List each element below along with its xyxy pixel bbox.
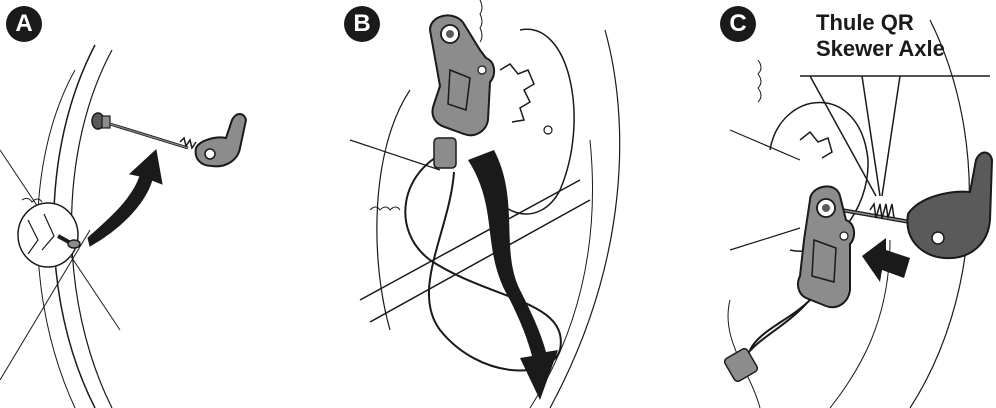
sensor-bracket-icon	[430, 15, 494, 135]
sensor-cable	[746, 300, 810, 356]
callout-line-1: Thule QR	[816, 10, 945, 36]
curved-arrow-icon	[88, 150, 162, 246]
disc-teeth	[800, 132, 832, 158]
step-badge-c: C	[720, 6, 756, 42]
quick-release-skewer-icon	[92, 113, 246, 166]
panel-b-illustration	[330, 0, 690, 408]
sensor-bracket-icon	[798, 186, 854, 307]
step-badge-a: A	[6, 6, 42, 42]
chain-squiggle	[480, 0, 482, 42]
quick-release-skewer-icon	[830, 153, 992, 259]
chain-squiggle	[370, 207, 400, 210]
panel-b: B	[330, 0, 690, 408]
cable-connector	[434, 138, 456, 168]
frame-tube	[730, 130, 800, 250]
hub-disc	[18, 203, 78, 267]
callout-leader-line	[800, 76, 990, 196]
callout-line-2: Skewer Axle	[816, 36, 945, 62]
panel-a: A	[0, 0, 330, 408]
chain-squiggle	[758, 60, 761, 102]
cable-connector	[723, 347, 759, 383]
disc-teeth	[500, 64, 534, 122]
panel-c: C Thule QR Skewer Axle	[690, 0, 996, 408]
panel-a-illustration	[0, 0, 330, 408]
step-badge-b: B	[344, 6, 380, 42]
frame-tube	[360, 180, 590, 322]
push-arrow-icon	[862, 238, 910, 282]
disc-hole	[544, 126, 552, 134]
skewer-axle-callout: Thule QR Skewer Axle	[816, 10, 945, 62]
